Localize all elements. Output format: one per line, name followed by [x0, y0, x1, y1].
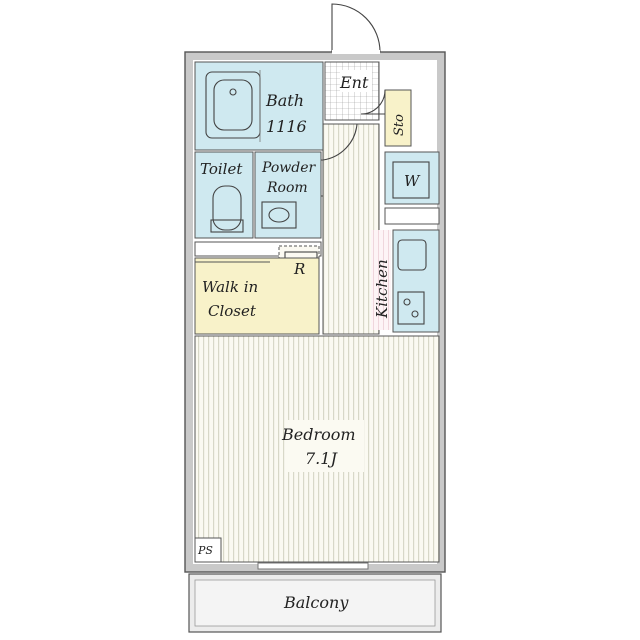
- bedroom-size-label: 7.1J: [305, 449, 338, 468]
- walk-in-closet: [194, 257, 320, 335]
- washer-label: W: [404, 172, 421, 190]
- kitchen-label: Kitchen: [373, 259, 391, 319]
- kitchen-floor: [371, 230, 391, 330]
- hallway: [322, 123, 380, 335]
- kitchen-counter: [392, 229, 440, 333]
- pipe-space: [194, 537, 222, 563]
- powder-room: [254, 151, 322, 239]
- toilet-label: Toilet: [200, 160, 243, 178]
- washer-space: [384, 151, 440, 205]
- refrigerator-label: R: [293, 260, 305, 278]
- entry-door-swing: [331, 3, 381, 53]
- balcony-label: Balcony: [283, 593, 349, 612]
- walk-in-closet-label-line1: Walk in: [202, 278, 258, 296]
- bedroom-label: Bedroom: [281, 425, 356, 444]
- walk-in-closet-label-line2: Closet: [208, 302, 257, 320]
- powder-room-label-line2: Room: [266, 180, 308, 196]
- sink-icon: [261, 201, 297, 229]
- storage-label: Sto: [392, 114, 407, 136]
- bath-label: Bath: [265, 91, 304, 110]
- bath-size-label: 1116: [266, 117, 307, 136]
- pipe-space-label: PS: [197, 544, 213, 557]
- powder-room-label-line1: Powder: [261, 160, 317, 176]
- stove-icon: [397, 291, 425, 325]
- toilet-icon: [212, 185, 242, 231]
- storage-room: [384, 89, 412, 147]
- kitchen-sink-icon: [397, 239, 427, 271]
- entrance-label: Ent: [339, 73, 369, 92]
